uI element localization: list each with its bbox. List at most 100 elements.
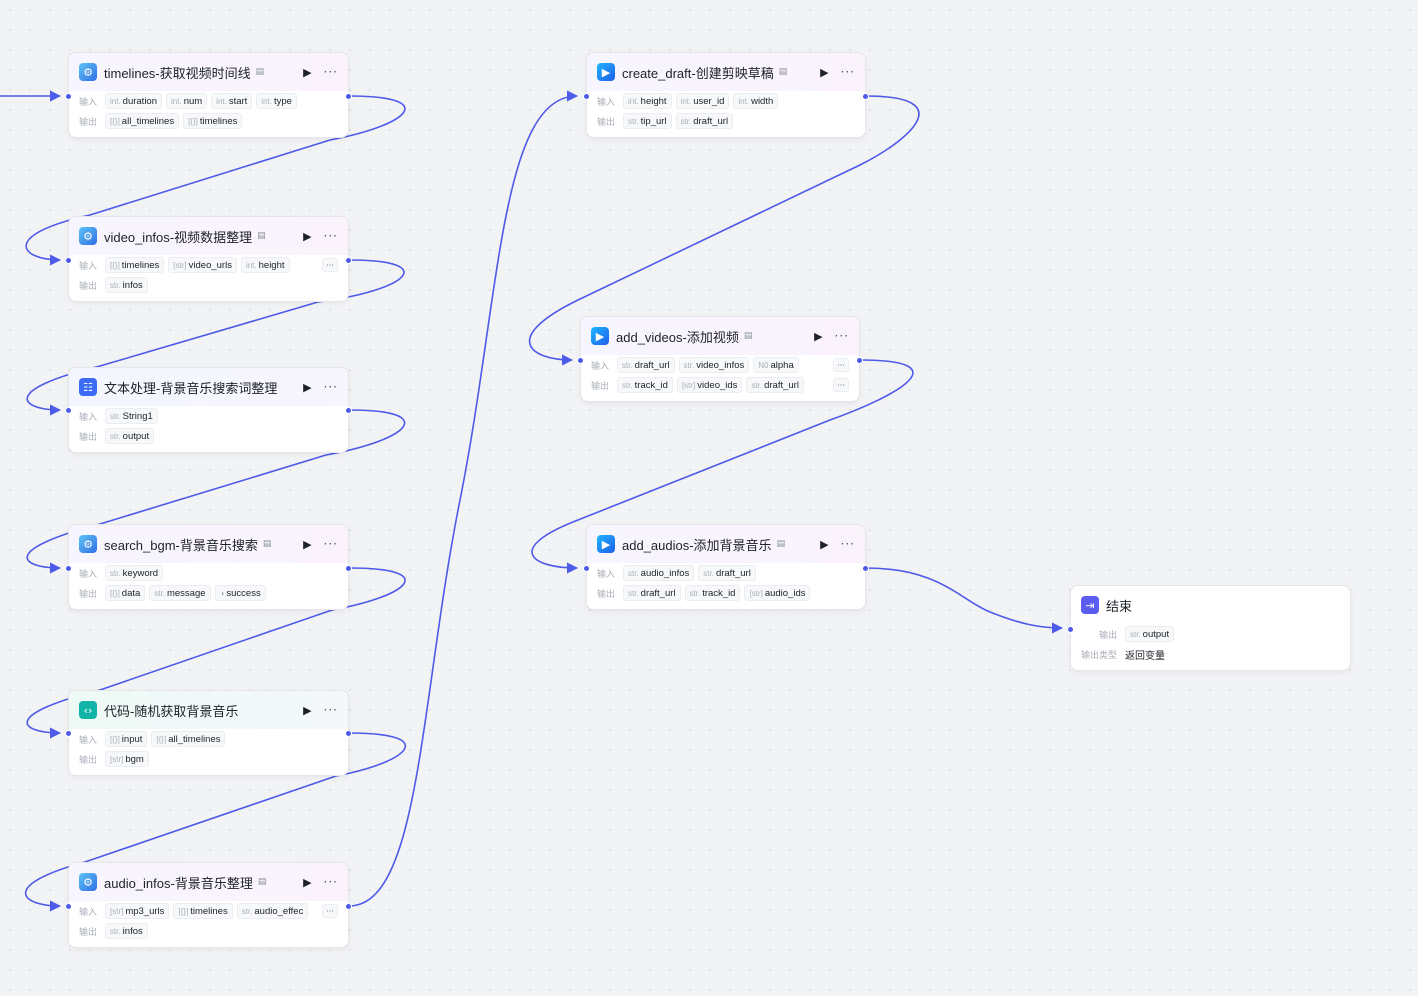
param-chip: str.audio_infos (623, 565, 695, 581)
input-port[interactable] (1067, 626, 1074, 633)
node-outputs-row: 输出 str.output (69, 426, 348, 446)
node-audio-infos[interactable]: ⚙ audio_infos-背景音乐整理 ▤ ▶ ··· 输入 [str]mp3… (65, 862, 352, 948)
node-header: ▶ create_draft-创建剪映草稿 ▤ ▶ ··· (587, 53, 865, 91)
param-chip: str.output (105, 428, 155, 444)
node-timelines[interactable]: ⚙ timelines-获取视频时间线 ▤ ▶ ··· 输入 int.durat… (65, 52, 352, 138)
param-chip: [{}]timelines (173, 903, 233, 919)
output-label: 输出 (79, 926, 98, 937)
node-title: 代码-随机获取背景音乐 (104, 703, 239, 719)
info-icon: ▤ (743, 331, 753, 341)
output-port[interactable] (345, 730, 352, 737)
more-options-button[interactable]: ··· (323, 875, 338, 889)
info-icon: ▤ (262, 539, 272, 549)
node-header: ⇥ 结束 (1071, 586, 1350, 624)
more-params-button[interactable]: ··· (322, 258, 338, 272)
output-label: 输出 (597, 588, 616, 599)
input-label: 输入 (79, 96, 98, 107)
output-label: 输出 (79, 588, 98, 599)
node-add-videos[interactable]: ▶ add_videos-添加视频 ▤ ▶ ··· 输入 str.draft_u… (577, 316, 863, 402)
run-node-button[interactable]: ▶ (303, 703, 312, 717)
node-search-bgm[interactable]: ⚙ search_bgm-背景音乐搜索 ▤ ▶ ··· 输入 str.keywo… (65, 524, 352, 610)
node-video-infos[interactable]: ⚙ video_infos-视频数据整理 ▤ ▶ ··· 输入 [{}]time… (65, 216, 352, 302)
more-options-button[interactable]: ··· (323, 229, 338, 243)
output-port[interactable] (345, 407, 352, 414)
run-node-button[interactable]: ▶ (820, 537, 829, 551)
input-port[interactable] (65, 257, 72, 264)
node-code[interactable]: ‹› 代码-随机获取背景音乐 ▶ ··· 输入 [{}]input [{}]al… (65, 690, 352, 776)
run-node-button[interactable]: ▶ (303, 229, 312, 243)
param-chip: [{}]data (105, 585, 146, 601)
param-chip: int.user_id (675, 93, 730, 109)
plugin-icon: ⚙ (79, 227, 97, 245)
output-port[interactable] (345, 257, 352, 264)
more-options-button[interactable]: ··· (834, 329, 849, 343)
run-node-button[interactable]: ▶ (814, 329, 823, 343)
node-add-audios[interactable]: ▶ add_audios-添加背景音乐 ▤ ▶ ··· 输入 str.audio… (583, 524, 869, 610)
run-node-button[interactable]: ▶ (820, 65, 829, 79)
output-port[interactable] (345, 903, 352, 910)
node-inputs-row: 输入 int.height int.user_id int.width (587, 91, 865, 111)
node-header: ⚙ timelines-获取视频时间线 ▤ ▶ ··· (69, 53, 348, 91)
node-outputs-row: 输出 str.output (1071, 624, 1350, 644)
input-port[interactable] (65, 407, 72, 414)
info-icon: ▤ (257, 877, 267, 887)
node-create-draft[interactable]: ▶ create_draft-创建剪映草稿 ▤ ▶ ··· 输入 int.hei… (583, 52, 869, 138)
more-options-button[interactable]: ··· (323, 380, 338, 394)
output-port[interactable] (862, 93, 869, 100)
run-node-button[interactable]: ▶ (303, 537, 312, 551)
param-chip: str.String1 (105, 408, 158, 424)
more-options-button[interactable]: ··· (840, 537, 855, 551)
input-port[interactable] (65, 93, 72, 100)
param-chip: [str]mp3_urls (105, 903, 170, 919)
param-chip: str.draft_url (746, 377, 804, 393)
node-text-process[interactable]: ☷ 文本处理-背景音乐搜索词整理 ▶ ··· 输入 str.String1 输出… (65, 367, 352, 453)
input-port[interactable] (583, 93, 590, 100)
more-params-button[interactable]: ··· (322, 904, 338, 918)
node-header: ☷ 文本处理-背景音乐搜索词整理 ▶ ··· (69, 368, 348, 406)
param-chip: str.output (1125, 626, 1175, 642)
input-port[interactable] (65, 565, 72, 572)
info-icon: ▤ (776, 539, 786, 549)
info-icon: ▤ (778, 67, 788, 77)
input-port[interactable] (583, 565, 590, 572)
param-chip: [{}]all_timelines (151, 731, 226, 747)
param-chip: str.draft_url (617, 357, 675, 373)
run-node-button[interactable]: ▶ (303, 65, 312, 79)
param-chip: str.keyword (105, 565, 164, 581)
output-port[interactable] (345, 565, 352, 572)
input-port[interactable] (65, 903, 72, 910)
more-params-button[interactable]: ··· (833, 358, 849, 372)
node-title: add_videos-添加视频 (616, 329, 739, 345)
node-outputs-row: 输出 [{}]all_timelines [{}]timelines (69, 111, 348, 131)
output-port[interactable] (862, 565, 869, 572)
plugin-icon: ⚙ (79, 535, 97, 553)
param-chip: [{}]all_timelines (105, 113, 180, 129)
run-node-button[interactable]: ▶ (303, 875, 312, 889)
run-node-button[interactable]: ▶ (303, 380, 312, 394)
draft-icon: ▶ (597, 63, 615, 81)
output-port[interactable] (856, 357, 863, 364)
param-chip: int.type (256, 93, 297, 109)
node-output-type-row: 输出类型 返回变量 (1071, 644, 1350, 664)
node-end[interactable]: ⇥ 结束 输出 str.output 输出类型 返回变量 (1067, 585, 1351, 671)
output-port[interactable] (345, 93, 352, 100)
param-chip: [str]audio_ids (744, 585, 811, 601)
node-inputs-row: 输入 str.audio_infos str.draft_url (587, 563, 865, 583)
param-chip: [{}]timelines (105, 257, 165, 273)
more-options-button[interactable]: ··· (323, 65, 338, 79)
node-title: audio_infos-背景音乐整理 (104, 875, 253, 891)
edge-audio-infos-to-create-draft (348, 90, 579, 907)
node-header: ⚙ video_infos-视频数据整理 ▤ ▶ ··· (69, 217, 348, 255)
more-options-button[interactable]: ··· (840, 65, 855, 79)
input-label: 输入 (79, 411, 98, 422)
input-label: 输入 (79, 568, 98, 579)
input-port[interactable] (577, 357, 584, 364)
input-port[interactable] (65, 730, 72, 737)
more-options-button[interactable]: ··· (323, 537, 338, 551)
more-options-button[interactable]: ··· (323, 703, 338, 717)
more-params-button[interactable]: ··· (833, 378, 849, 392)
param-chip: [str]video_ids (676, 377, 743, 393)
param-chip: str.draft_url (698, 565, 756, 581)
